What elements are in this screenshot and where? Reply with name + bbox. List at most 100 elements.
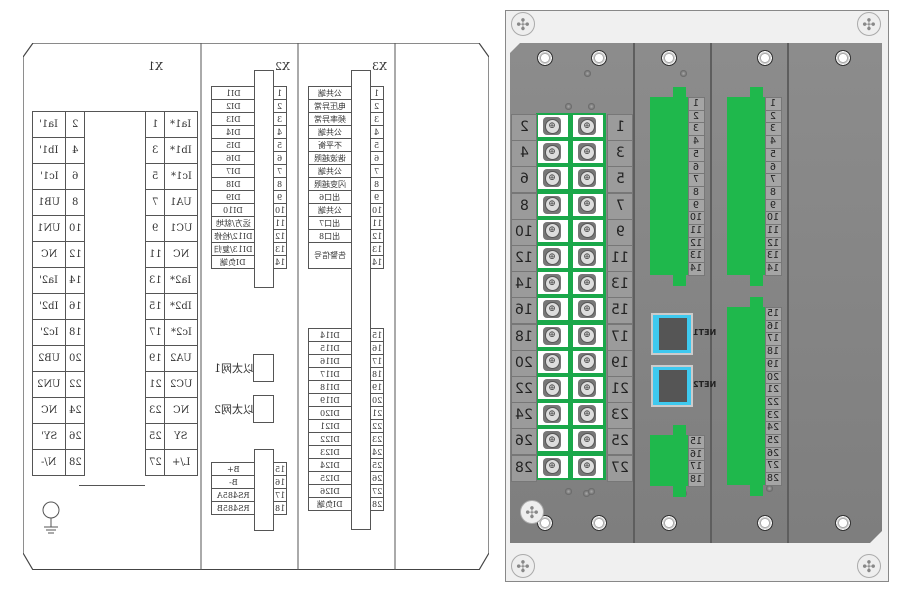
indicator-dot bbox=[584, 70, 591, 77]
terminal-number: 17 bbox=[370, 354, 384, 368]
terminal-number: 18 bbox=[273, 501, 287, 515]
terminal-label: Ia1' bbox=[32, 111, 66, 138]
terminal-screw[interactable]: ⊕ bbox=[573, 193, 603, 216]
spacer bbox=[352, 355, 371, 368]
terminal-screw[interactable]: ⊕ bbox=[538, 167, 568, 190]
spacer bbox=[255, 243, 274, 256]
terminal-screw[interactable]: ⊕ bbox=[573, 141, 603, 164]
terminal-screw[interactable]: ⊕ bbox=[538, 377, 568, 399]
terminal-label: DI9 bbox=[211, 190, 255, 204]
x2-title: X2 bbox=[275, 60, 290, 73]
indicator-dot bbox=[565, 103, 572, 110]
terminal-number-left: 8 bbox=[511, 192, 537, 220]
terminal-number-right: 5 bbox=[607, 166, 633, 194]
terminal-screw[interactable]: ⊕ bbox=[538, 193, 568, 216]
terminal-label: UA2 bbox=[164, 345, 198, 372]
terminal-screw[interactable]: ⊕ bbox=[573, 272, 603, 295]
terminal-screw[interactable]: ⊕ bbox=[573, 455, 603, 478]
spacer bbox=[255, 489, 274, 502]
screw-icon: ⊕ bbox=[578, 300, 596, 319]
terminal-label: DI12/检修 bbox=[211, 229, 255, 243]
terminal-screw[interactable]: ⊕ bbox=[538, 350, 568, 373]
spacer bbox=[255, 139, 274, 152]
terminal-screw[interactable]: ⊕ bbox=[538, 246, 568, 268]
terminal-number: 16 bbox=[370, 341, 384, 355]
terminal-label: Ib1* bbox=[164, 137, 198, 164]
green-connector[interactable] bbox=[727, 97, 765, 275]
green-connector[interactable] bbox=[727, 307, 765, 485]
terminal-screw[interactable]: ⊕ bbox=[538, 403, 568, 426]
terminal-number: 7 bbox=[370, 164, 384, 178]
terminal-screw[interactable]: ⊕ bbox=[573, 377, 603, 399]
terminal-number: 2 bbox=[273, 99, 287, 113]
terminal-label: DI8 bbox=[211, 177, 255, 191]
terminal-number-left: 24 bbox=[511, 402, 537, 430]
terminal-screw[interactable]: ⊕ bbox=[573, 403, 603, 426]
connector-latch bbox=[750, 87, 763, 98]
terminal-label: UC1 bbox=[164, 215, 198, 242]
terminal-screw[interactable]: ⊕ bbox=[573, 298, 603, 321]
terminal-number: 11 bbox=[370, 216, 384, 230]
terminal-number: 9 bbox=[370, 190, 384, 204]
pin-number: 18 bbox=[688, 473, 705, 488]
terminal-number: 3 bbox=[145, 137, 165, 164]
terminal-screw[interactable]: ⊕ bbox=[538, 324, 568, 347]
terminal-screw[interactable]: ⊕ bbox=[573, 324, 603, 347]
terminal-screw[interactable]: ⊕ bbox=[538, 272, 568, 295]
terminal-number: 26 bbox=[370, 471, 384, 485]
terminal-number: 28 bbox=[65, 449, 85, 476]
terminal-number: 21 bbox=[145, 371, 165, 398]
terminal-screw[interactable]: ⊕ bbox=[538, 219, 568, 242]
terminal-screw[interactable]: ⊕ bbox=[573, 246, 603, 268]
terminal-label: DI7 bbox=[211, 164, 255, 178]
terminal-label: DI24 bbox=[308, 458, 352, 472]
terminal-screw[interactable]: ⊕ bbox=[573, 350, 603, 373]
terminal-number: 16 bbox=[273, 475, 287, 489]
terminal-label: DI22 bbox=[308, 432, 352, 446]
terminal-number: 12 bbox=[273, 229, 287, 243]
screw-icon: ⊕ bbox=[543, 405, 561, 424]
terminal-screw[interactable]: ⊕ bbox=[538, 141, 568, 164]
green-connector[interactable] bbox=[650, 97, 688, 275]
terminal-label: N/- bbox=[32, 449, 66, 476]
net2-rj45-port[interactable] bbox=[651, 365, 693, 407]
terminal-screw[interactable]: ⊕ bbox=[538, 429, 568, 452]
terminal-number: 1 bbox=[145, 111, 165, 138]
spacer bbox=[255, 476, 274, 489]
terminal-number: 28 bbox=[370, 497, 384, 511]
rs485-connector[interactable] bbox=[650, 435, 688, 486]
module-divider bbox=[633, 43, 635, 543]
terminal-screw[interactable]: ⊕ bbox=[573, 429, 603, 452]
terminal-screw[interactable]: ⊕ bbox=[538, 298, 568, 321]
net1-rj45-port[interactable] bbox=[651, 313, 693, 355]
spacer bbox=[255, 152, 274, 165]
screw-icon: ⊕ bbox=[578, 379, 596, 397]
screw-icon: ⊕ bbox=[543, 457, 561, 476]
terminal-screw[interactable]: ⊕ bbox=[573, 115, 603, 137]
terminal-screw[interactable]: ⊕ bbox=[538, 115, 568, 137]
terminal-number-left: 6 bbox=[511, 166, 537, 194]
terminal-label: DI19 bbox=[308, 393, 352, 407]
panel-screw-icon bbox=[835, 515, 851, 531]
terminal-number-right: 1 bbox=[607, 114, 633, 141]
terminal-screw[interactable]: ⊕ bbox=[573, 219, 603, 242]
spacer bbox=[352, 459, 371, 472]
terminal-label: Ib1' bbox=[32, 137, 66, 164]
spacer bbox=[255, 178, 274, 191]
terminal-screw[interactable]: ⊕ bbox=[538, 455, 568, 478]
terminal-screw[interactable]: ⊕ bbox=[573, 167, 603, 190]
